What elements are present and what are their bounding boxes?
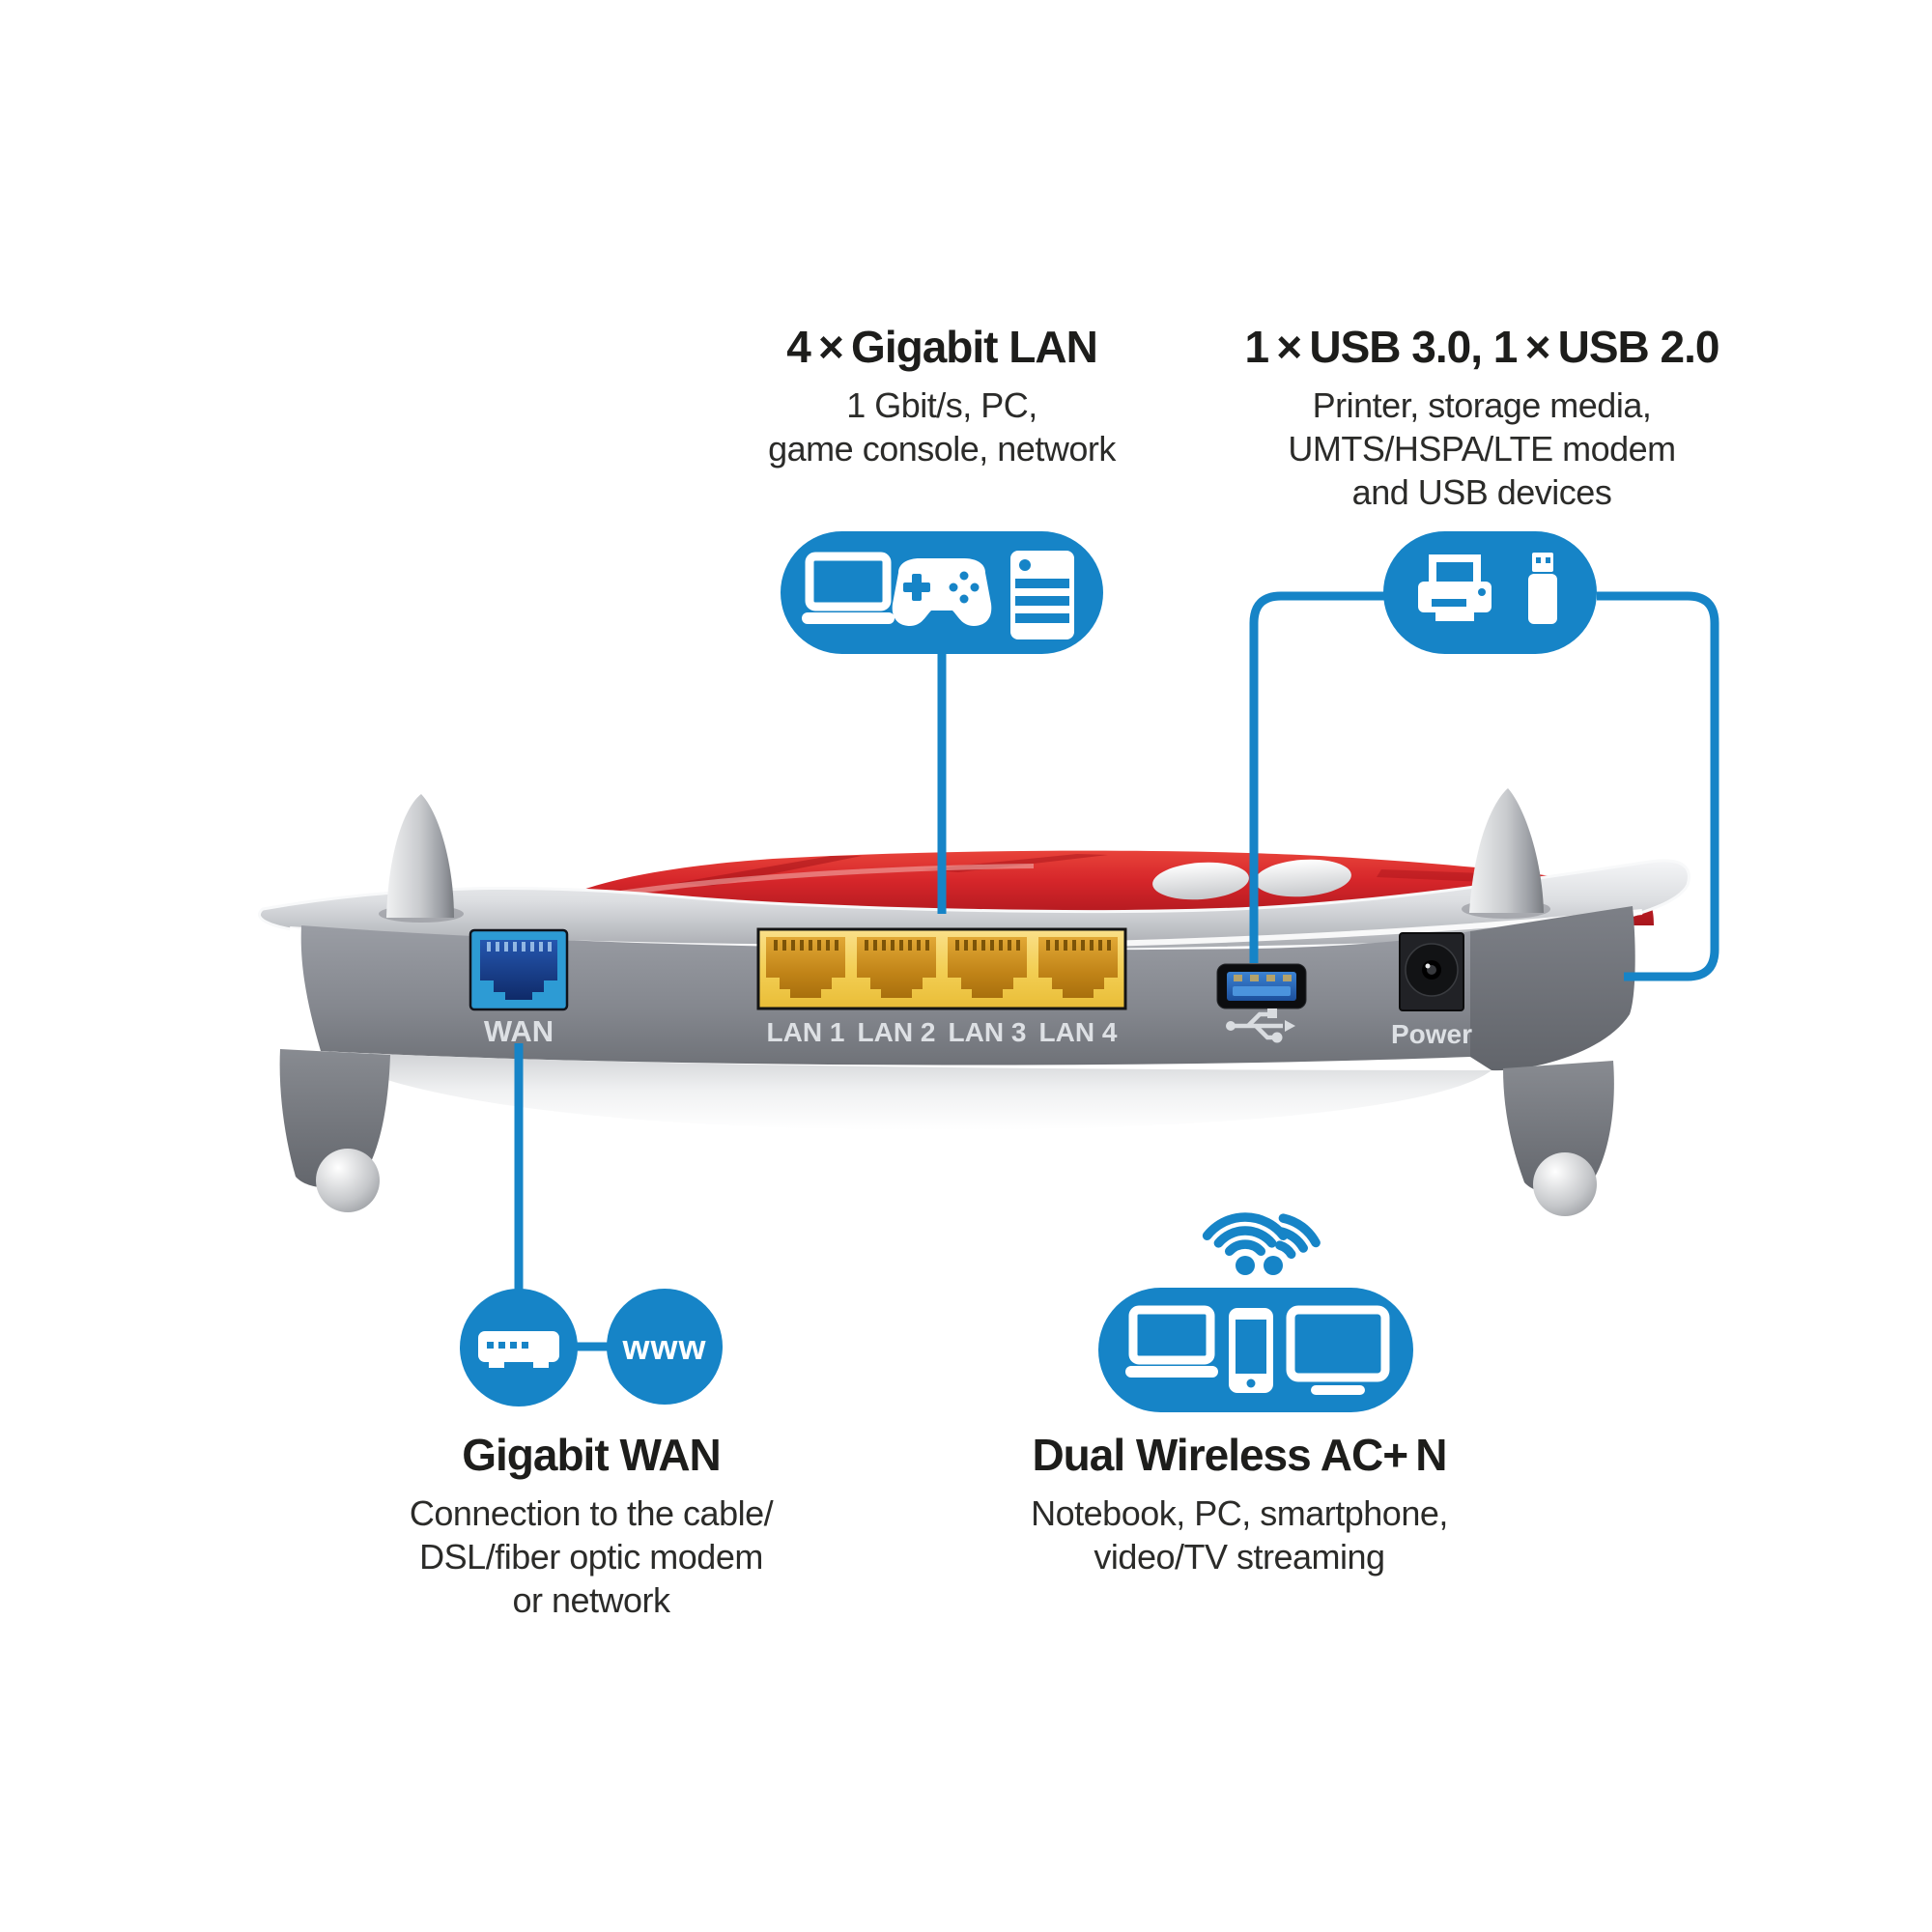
- wan-callout-line: DSL/fiber optic modem: [419, 1537, 763, 1577]
- lan4-port-label: LAN 4: [1039, 1017, 1118, 1047]
- server-icon: [1010, 551, 1074, 639]
- lan-callout-line: game console, network: [768, 429, 1116, 469]
- lan1-port-label: LAN 1: [767, 1017, 845, 1047]
- lan-port: [766, 937, 1118, 998]
- lan-callout: 4 × Gigabit LAN 1 Gbit/s, PC, game conso…: [652, 322, 1232, 470]
- www-bubble: [607, 1289, 723, 1405]
- wan-port: [469, 928, 569, 1011]
- wan-callout-line: or network: [512, 1580, 670, 1620]
- usb-callout-line: UMTS/HSPA/LTE modem: [1288, 429, 1676, 469]
- usb-devices-pill: [1383, 531, 1597, 654]
- power-port-label: Power: [1391, 1019, 1472, 1049]
- smartphone-icon: [1229, 1308, 1273, 1393]
- lan3-port-label: LAN 3: [949, 1017, 1027, 1047]
- router-illustration: [257, 788, 1690, 1216]
- laptop-icon: [802, 552, 895, 624]
- router-foot-left: [279, 1049, 390, 1212]
- wan-port-label: WAN: [484, 1014, 554, 1048]
- wifi-icon: [1202, 1212, 1321, 1275]
- router-base-reflection: [321, 1051, 1492, 1130]
- wifi-callout-line: Notebook, PC, smartphone,: [1031, 1493, 1448, 1533]
- usb-connector-line-left: [1249, 591, 1396, 963]
- laptop-icon: [1125, 1305, 1218, 1378]
- wan-callout: Gigabit WAN Connection to the cable/ DSL…: [301, 1430, 881, 1622]
- router-button: [1255, 859, 1351, 897]
- callout-connectors: [514, 591, 1719, 1292]
- lan-port-block: [756, 927, 1127, 1010]
- usb-trident-icon: [1226, 1009, 1295, 1043]
- www-label: www: [621, 1327, 706, 1367]
- lan2-port-label: LAN 2: [858, 1017, 936, 1047]
- wan-modem-bubble-group: www: [460, 1289, 723, 1406]
- wan-callout-line: Connection to the cable/: [409, 1493, 774, 1533]
- usb-port: [1216, 963, 1307, 1009]
- usb-connector-line-right: [1597, 591, 1719, 981]
- usb-callout: 1 × USB 3.0, 1 × USB 2.0 Printer, storag…: [1192, 322, 1772, 514]
- router-side-face: [1470, 906, 1635, 1071]
- tv-icon: [1286, 1305, 1390, 1395]
- lan-callout-line: 1 Gbit/s, PC,: [846, 385, 1037, 425]
- usb-callout-line: and USB devices: [1351, 472, 1612, 512]
- lan-devices-pill: [781, 531, 1103, 654]
- wifi-callout-title: Dual Wireless AC+ N: [1032, 1430, 1447, 1480]
- printer-icon: [1418, 554, 1492, 621]
- lan-callout-title: 4 × Gigabit LAN: [786, 322, 1098, 372]
- wifi-callout: Dual Wireless AC+ N Notebook, PC, smartp…: [950, 1430, 1529, 1578]
- router-button: [1152, 862, 1249, 900]
- usb-callout-title: 1 × USB 3.0, 1 × USB 2.0: [1244, 322, 1720, 372]
- wan-callout-title: Gigabit WAN: [462, 1430, 722, 1480]
- usb-callout-line: Printer, storage media,: [1312, 385, 1652, 425]
- usb-stick-icon: [1528, 553, 1557, 624]
- wifi-devices-pill: [1098, 1288, 1413, 1412]
- router-foot-right: [1503, 1061, 1614, 1216]
- antenna-fin-left: [379, 794, 464, 923]
- wifi-callout-line: video/TV streaming: [1094, 1537, 1385, 1577]
- antenna-fin-right: [1462, 788, 1550, 919]
- modem-icon: [478, 1331, 559, 1368]
- gamepad-icon: [892, 558, 992, 626]
- power-port: [1399, 932, 1464, 1011]
